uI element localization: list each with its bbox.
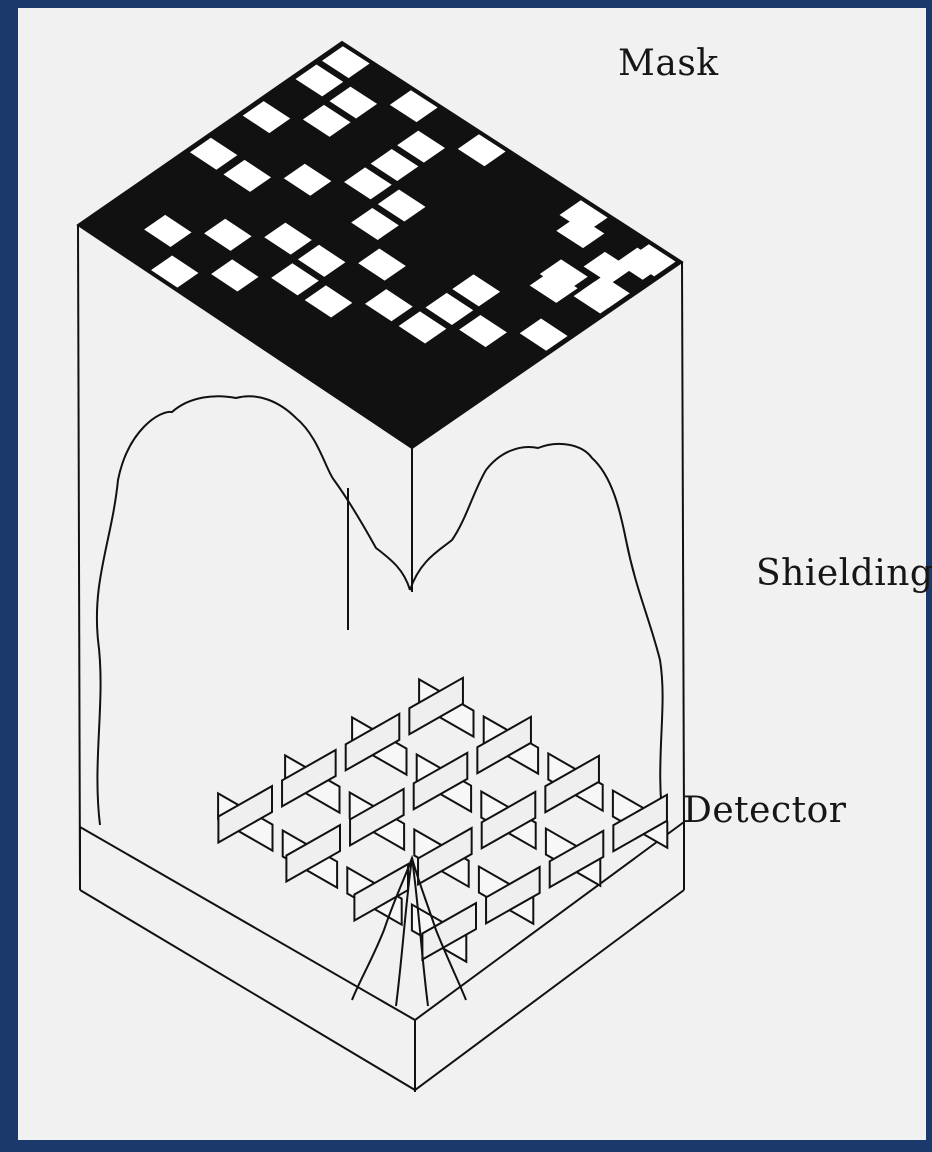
mask-label: Mask: [618, 43, 719, 84]
shielding: [97, 396, 664, 830]
shielding-label: Shielding: [756, 553, 932, 594]
box-left-edge: [78, 225, 80, 890]
detector-bottom-rim: [80, 890, 684, 1090]
mask: [78, 42, 682, 448]
detector-label: Detector: [683, 790, 846, 831]
detector-grid: [218, 678, 667, 962]
diagram-panel: Mask Shielding Detector: [18, 8, 926, 1140]
box-right-edge: [682, 262, 684, 824]
